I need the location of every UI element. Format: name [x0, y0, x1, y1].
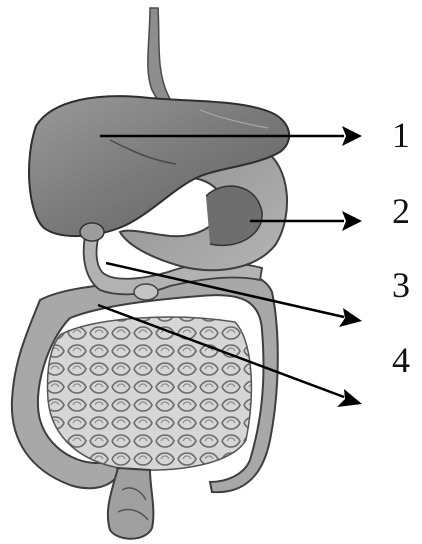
label-3: 3 — [392, 267, 410, 303]
label-4: 4 — [392, 342, 410, 378]
rectum — [108, 468, 154, 539]
label-2: 2 — [392, 193, 410, 229]
label-1: 1 — [392, 117, 410, 153]
small-intestine — [48, 317, 252, 470]
